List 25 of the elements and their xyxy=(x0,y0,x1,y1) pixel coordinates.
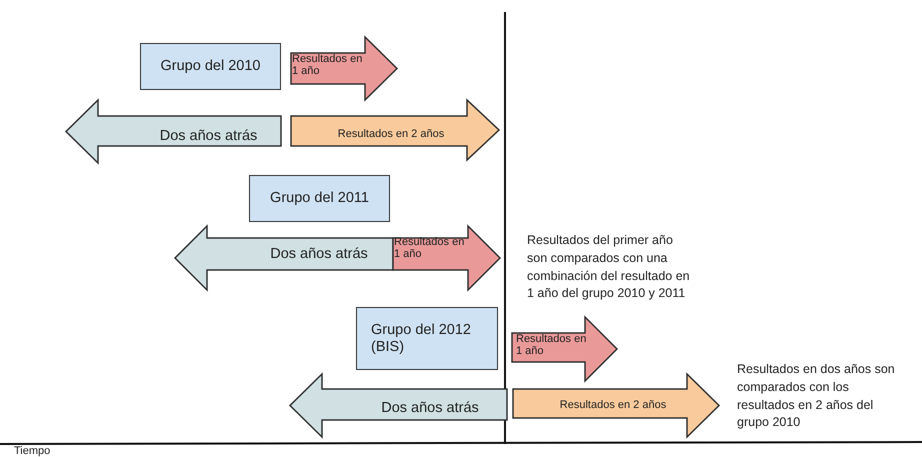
pointed-banner xyxy=(513,374,719,437)
banner-label: Resultados en 2 años xyxy=(558,400,668,412)
pointed-banner xyxy=(175,226,393,290)
group-label: Grupo del 2011 xyxy=(270,190,369,207)
group-label: Grupo del 2012 (BIS) xyxy=(371,322,472,356)
banner-label: Resultados en 1 año xyxy=(292,54,364,78)
pointed-banner xyxy=(66,100,281,163)
banner-label: Resultados en 1 año xyxy=(394,237,466,260)
axis-label: Tiempo xyxy=(14,446,52,457)
note: Resultados del primer año son comparados con una combinación del resultado en 1 año del grupo 2010 y 2011 xyxy=(527,232,691,302)
banner-label: Dos años atrás xyxy=(158,128,258,145)
pointed-banner xyxy=(290,374,507,437)
group-label: Grupo del 2010 xyxy=(160,58,260,75)
pointed-banner xyxy=(393,226,500,290)
pointed-banner xyxy=(512,317,617,381)
pointed-banner xyxy=(291,37,397,100)
banner-label: Resultados en 2 años xyxy=(336,129,446,141)
note: Resultados en dos años son comparados con los resultados en 2 años del grupo 2010 xyxy=(737,361,896,432)
pointed-banner xyxy=(291,100,499,160)
group-box xyxy=(356,307,498,370)
banner-label: Resultados en 1 año xyxy=(516,334,588,358)
banner-label: Dos años atrás xyxy=(380,400,480,417)
banner-label: Dos años atrás xyxy=(269,246,369,263)
group-box xyxy=(249,175,390,222)
group-box xyxy=(140,43,281,90)
